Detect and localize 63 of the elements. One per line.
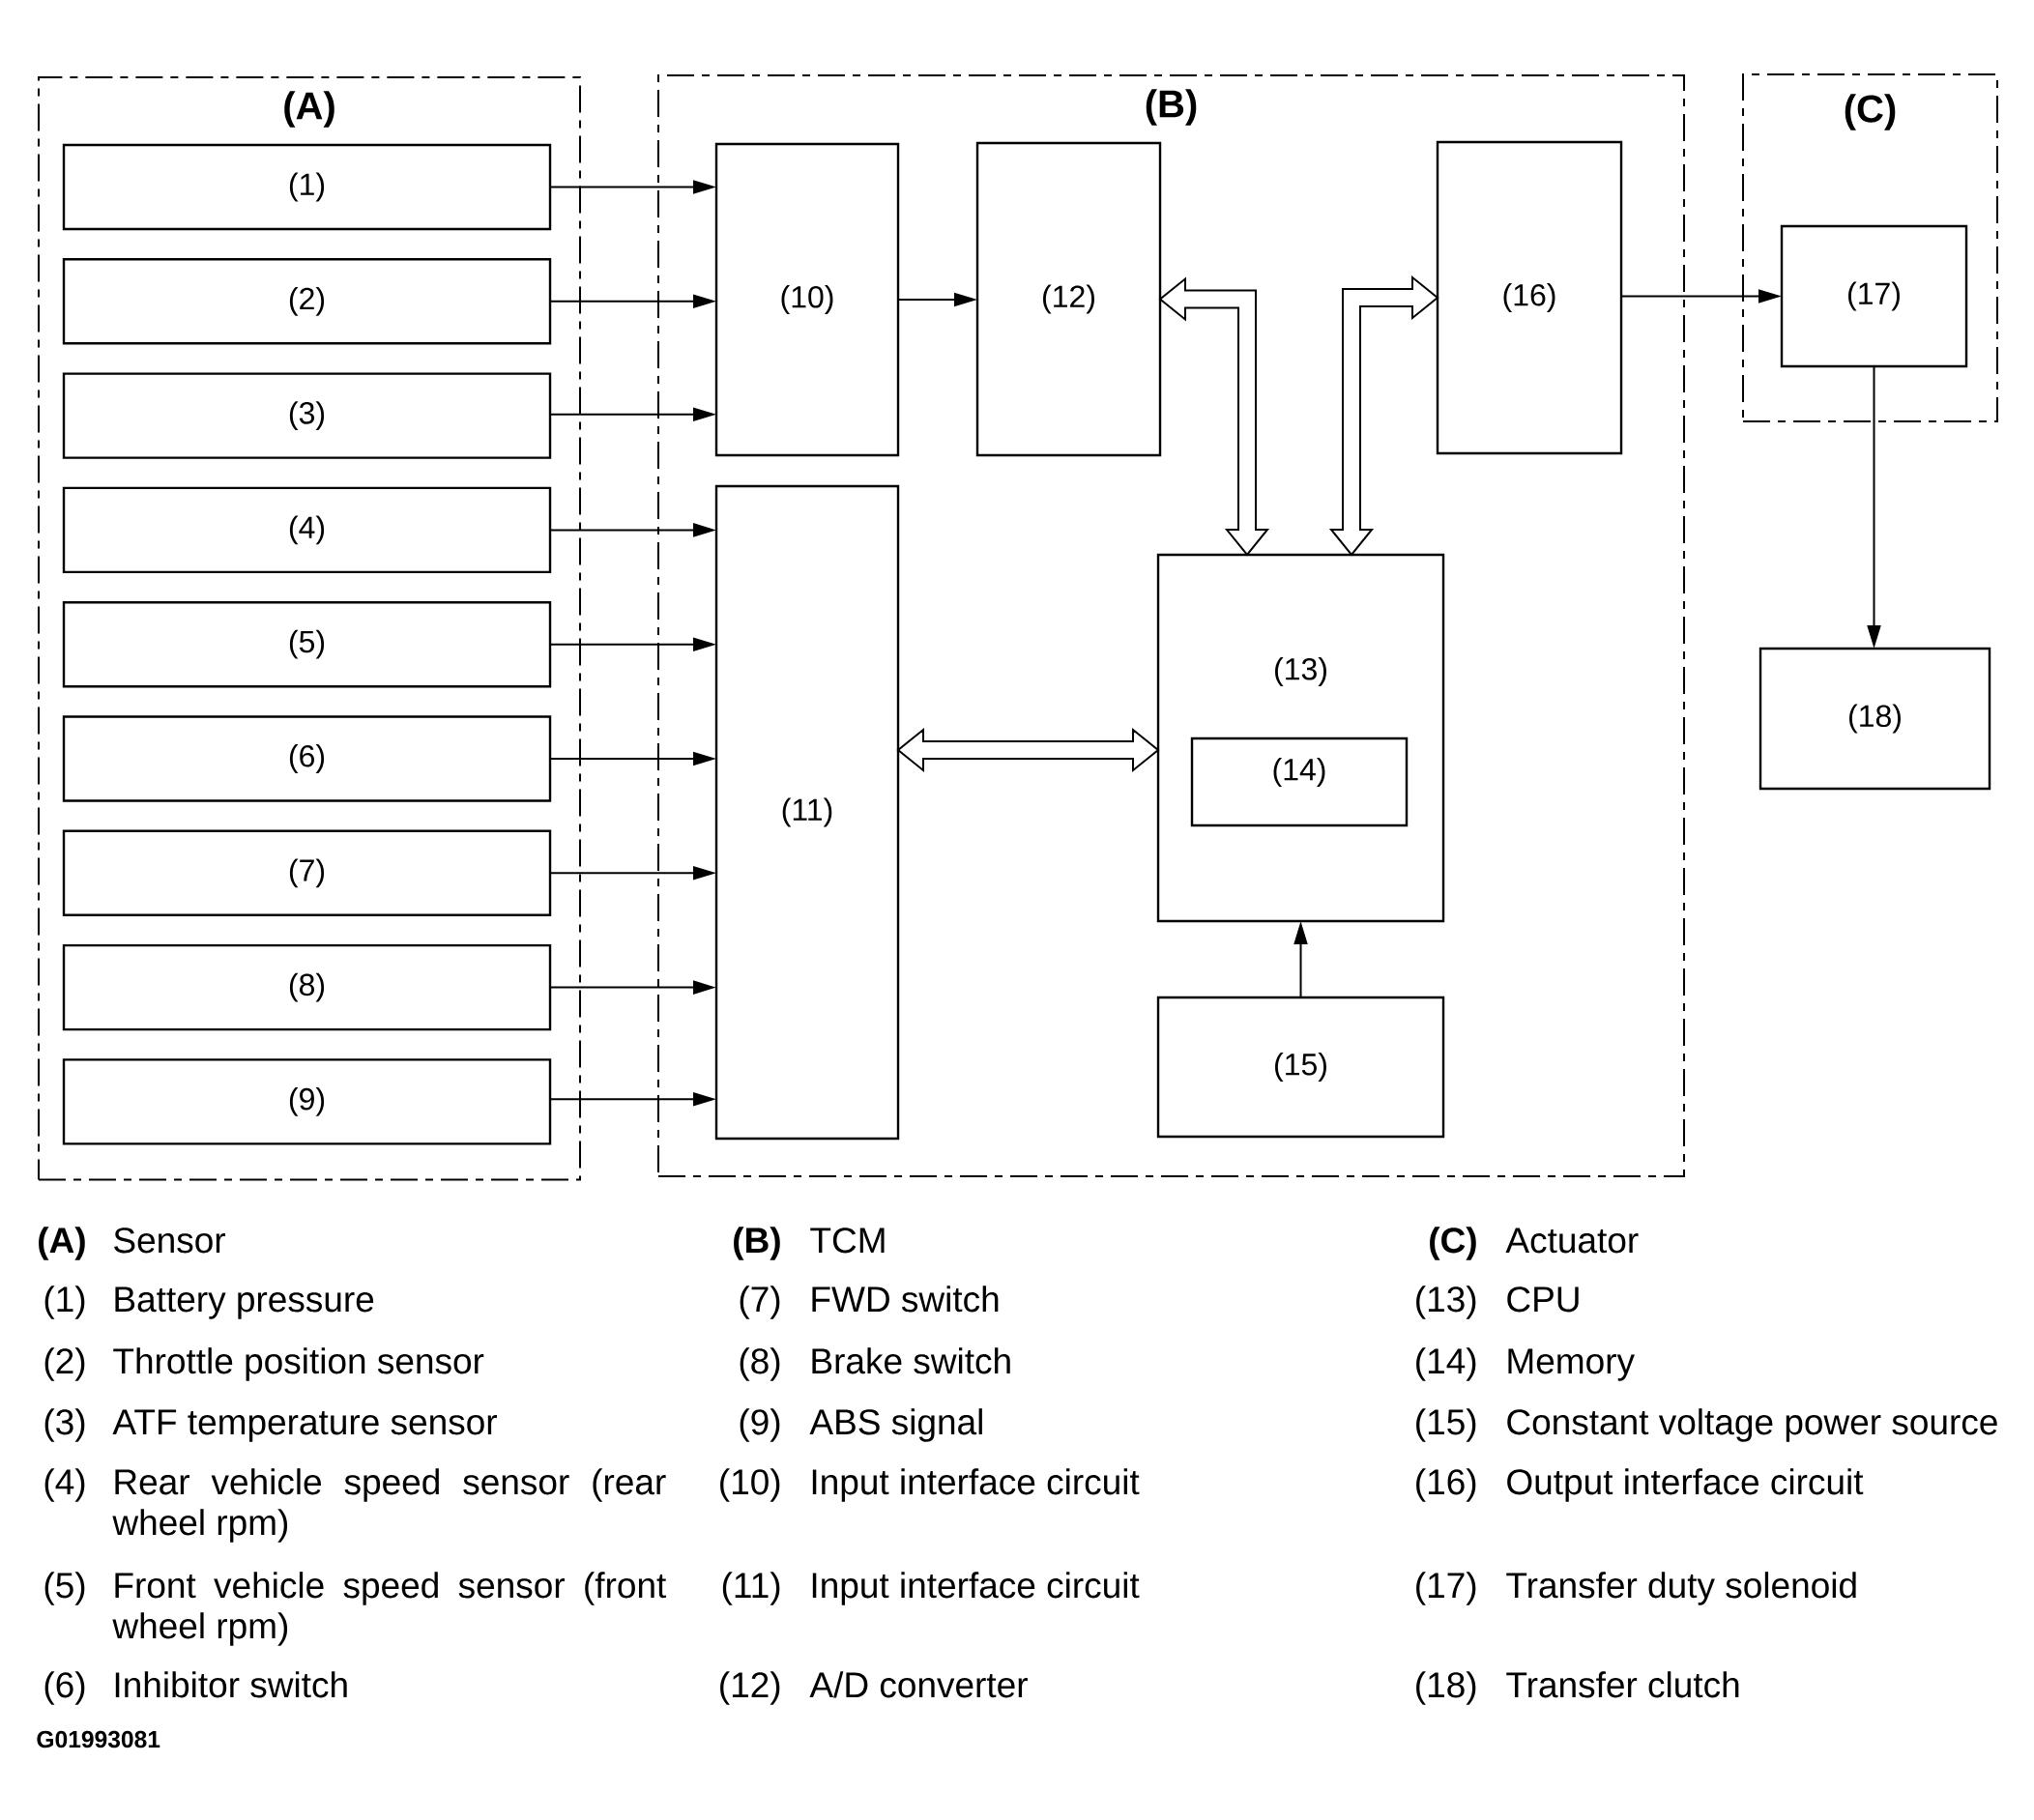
key-description: Rear vehicle speed sensor (rear wheel rpm): [112, 1468, 666, 1543]
key-description: ATF temperature sensor: [112, 1409, 497, 1442]
key-description: Memory: [1508, 1348, 1635, 1381]
block-box: (11): [714, 484, 900, 1141]
key-description: A/D converter: [809, 1671, 1028, 1698]
key-number: (1): [44, 1286, 85, 1319]
block-box: (12): [975, 141, 1162, 457]
key-number: (4): [44, 1468, 85, 1502]
block-box: (6): [62, 715, 552, 802]
key-number: (7): [740, 1286, 780, 1319]
key-description: TCM: [810, 1228, 885, 1254]
key-number: (14): [1416, 1347, 1476, 1381]
key-letter: (C): [1430, 1227, 1476, 1260]
key-description: Sensor: [114, 1228, 225, 1254]
block-box: (15): [1156, 996, 1445, 1139]
block-box: (4): [62, 486, 552, 574]
block-box: (14): [1190, 737, 1409, 827]
key-number: (10): [720, 1468, 780, 1502]
block-arrow: [896, 727, 1160, 773]
key-number: (13): [1416, 1286, 1476, 1319]
key-number: (15): [1416, 1408, 1476, 1442]
block-box: (18): [1758, 647, 1991, 791]
figure-code: G01993081: [37, 1730, 160, 1748]
key-number: (12): [720, 1671, 780, 1705]
block-box: (10): [714, 142, 900, 457]
key-number: (3): [44, 1408, 85, 1442]
block-arrow: [1158, 276, 1270, 557]
key-letter: (A): [39, 1227, 85, 1260]
block-box: (1): [62, 143, 552, 231]
key-number: (8): [740, 1347, 780, 1381]
block-box: (9): [62, 1058, 552, 1145]
key-description: Brake switch: [812, 1347, 1010, 1374]
key-description: Output interface circuit: [1507, 1468, 1864, 1502]
key-number: (11): [722, 1572, 780, 1605]
key-number: (17): [1416, 1572, 1476, 1605]
key-description: ABS signal: [809, 1408, 982, 1442]
key-description: Throttle position sensor: [113, 1347, 484, 1381]
key-description: CPU: [1507, 1286, 1579, 1313]
block-arrow: [1328, 274, 1439, 557]
key-description: Input interface circuit: [812, 1468, 1140, 1502]
key-description: Inhibitor switch: [115, 1671, 347, 1698]
block-box: (3): [62, 372, 552, 459]
block-box: (17): [1780, 224, 1968, 368]
key-description: Transfer duty solenoid: [1506, 1572, 1856, 1605]
key-description: Battery pressure: [115, 1286, 374, 1319]
block-box: (5): [62, 601, 552, 688]
key-description: Actuator: [1505, 1228, 1639, 1254]
block-box: (8): [62, 943, 552, 1031]
key-description: Constant voltage power source: [1507, 1408, 1997, 1442]
block-box: (16): [1436, 140, 1623, 455]
key-description: FWD switch: [812, 1286, 999, 1313]
key-number: (2): [44, 1347, 85, 1381]
block-box: (2): [62, 258, 552, 345]
key-letter: (B): [734, 1227, 780, 1260]
key-number: (5): [44, 1572, 85, 1605]
key-number: (18): [1416, 1671, 1476, 1705]
key-number: (6): [44, 1671, 85, 1705]
key-number: (9): [740, 1408, 780, 1442]
key-description: Input interface circuit: [812, 1572, 1140, 1605]
block-box: (7): [62, 829, 552, 916]
key-description: Transfer clutch: [1506, 1671, 1739, 1698]
key-description: Front vehicle speed sensor (front wheel rpm): [112, 1572, 667, 1646]
key-number: (16): [1416, 1468, 1476, 1502]
